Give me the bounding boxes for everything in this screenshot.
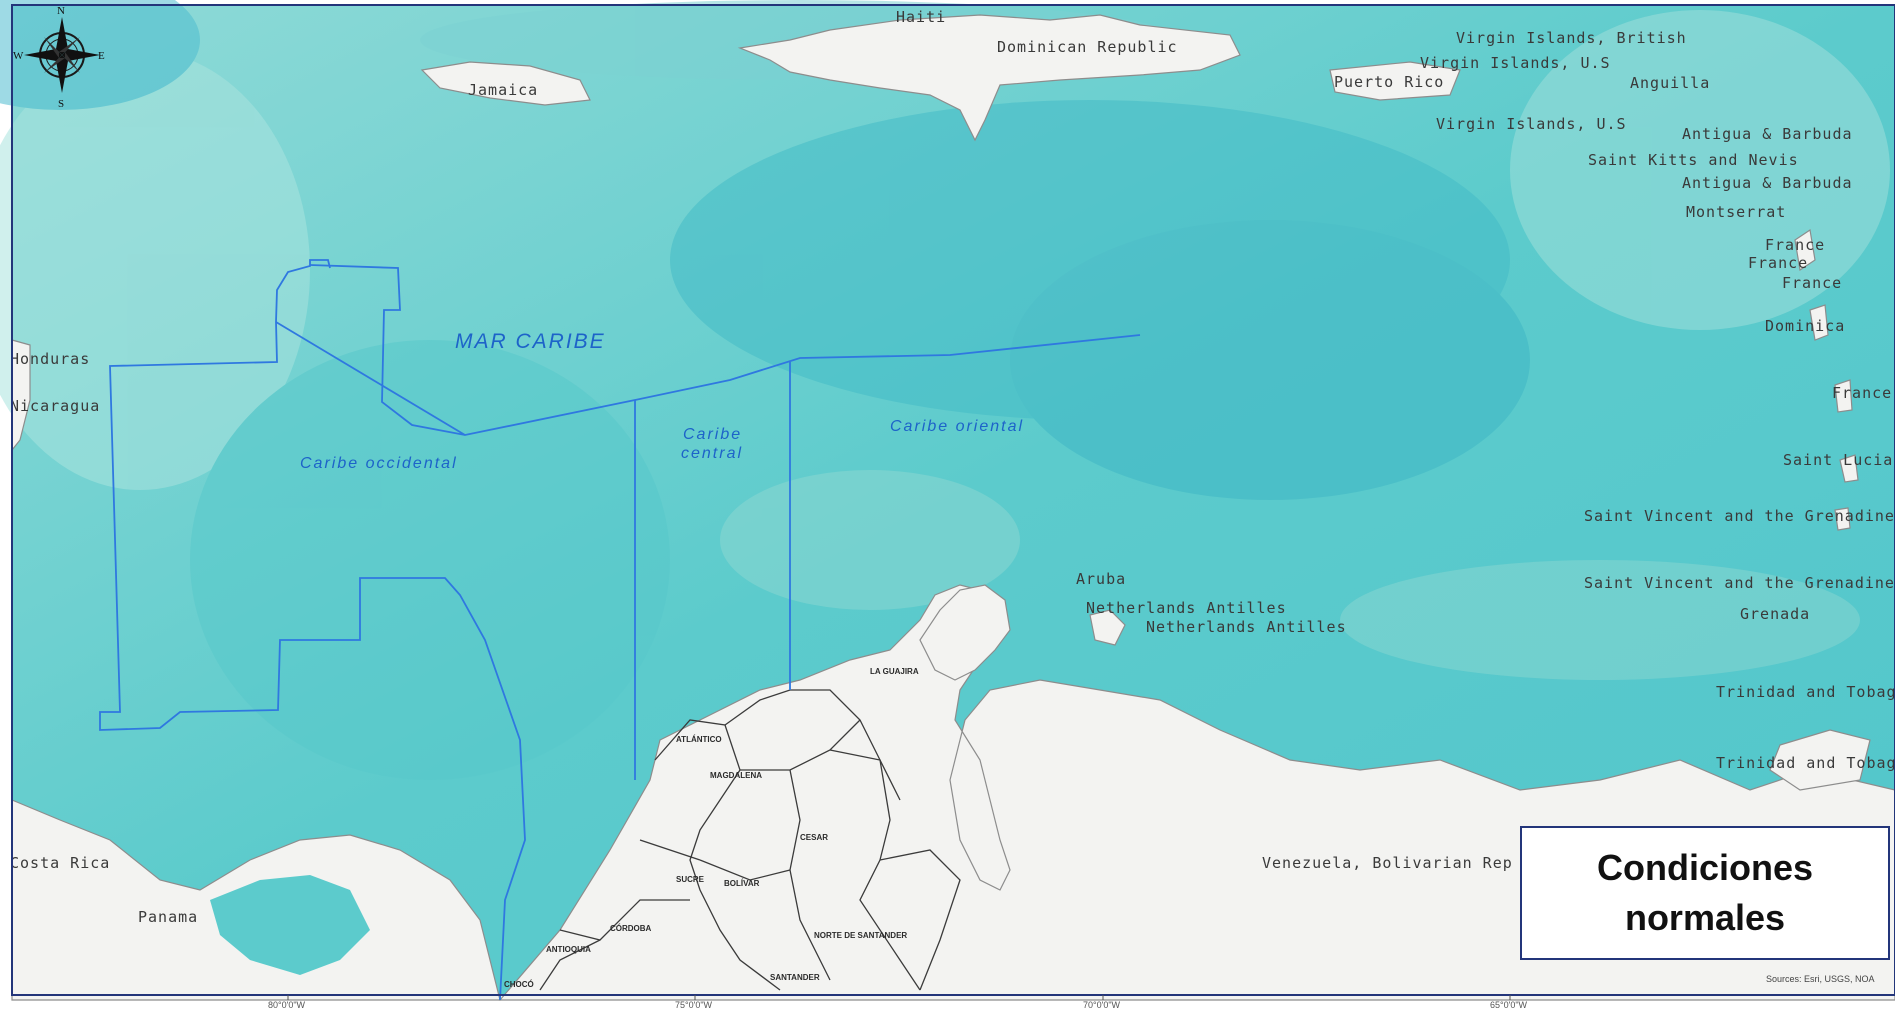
zone-west-label: Caribe occidental [300,455,458,472]
label-saint-lucia: Saint Lucia [1783,451,1893,469]
label-venezuela: Venezuela, Bolivarian Rep [1262,854,1513,872]
dept-santander: SANTANDER [770,973,820,982]
label-france-3: France [1782,274,1842,292]
dept-magdalena: MAGDALENA [710,771,762,780]
boundary-west-cut [275,321,466,436]
label-montserrat: Montserrat [1686,203,1786,221]
label-saint-kitts: Saint Kitts and Nevis [1588,151,1799,169]
land-hispaniola [737,14,1241,142]
label-anguilla: Anguilla [1630,74,1710,92]
map-frame [11,4,1895,996]
label-france-4: France [1832,384,1892,402]
land-panama-bay [210,875,370,975]
dept-antioquia: ANTIOQUIA [546,945,591,954]
legend-title: Condiciones normales [1596,847,1814,938]
longitude-ticks: 80°0'0"W 75°0'0"W 70°0'0"W 65°0'0"W [268,995,1528,1010]
tick-75w: 75°0'0"W [675,1000,713,1010]
label-haiti: Haiti [896,8,946,26]
label-virgin-islands-us-1: Virgin Islands, U.S [1420,54,1611,72]
land-lesser-antilles [1794,228,1859,531]
boundary-west-outer [99,321,526,1001]
tick-80w: 80°0'0"W [268,1000,306,1010]
label-panama: Panama [138,908,198,926]
compass-n: N [57,5,65,17]
compass-e: E [98,50,105,62]
label-jamaica: Jamaica [468,81,538,99]
dept-cordoba: CÓRDOBA [610,924,652,933]
dept-atlantico: ATLÁNTICO [676,735,722,744]
source-credit: Sources: Esri, USGS, NOA [1766,974,1875,984]
label-nicaragua: Nicaragua [10,397,100,415]
boundary-west-inner [275,259,331,323]
label-grenada: Grenada [1740,605,1810,623]
label-trinidad-1: Trinidad and Tobago [1716,683,1895,701]
compass-rose-icon: N S E W [13,5,105,110]
zone-boundaries [99,259,1141,1001]
label-virgin-islands-us-2: Virgin Islands, U.S [1436,115,1627,133]
dept-sucre: SUCRE [676,875,705,884]
tick-70w: 70°0'0"W [1083,1000,1121,1010]
label-saint-vincent-2: Saint Vincent and the Grenadines [1584,574,1895,592]
dept-choco: CHOCÓ [504,980,534,989]
label-netherlands-antilles-1: Netherlands Antilles [1086,599,1287,617]
label-aruba: Aruba [1076,570,1126,588]
label-virgin-islands-british: Virgin Islands, British [1456,29,1687,47]
land-jamaica [420,61,591,106]
label-antigua-barbuda-1: Antigua & Barbuda [1682,125,1853,143]
label-netherlands-antilles-2: Netherlands Antilles [1146,618,1347,636]
label-costa-rica: Costa Rica [10,854,110,872]
land-trinidad [1769,729,1871,791]
sea-depth-shading [0,0,1890,780]
land-guajira-peninsula [919,584,1011,681]
dept-la-guajira: LA GUAJIRA [870,667,919,676]
dept-norte-santander: NORTE DE SANTANDER [814,931,907,940]
zone-central-label-1: Caribe [683,426,742,443]
label-antigua-barbuda-2: Antigua & Barbuda [1682,174,1853,192]
department-borders [539,689,961,991]
label-france-2: France [1748,254,1808,272]
label-dominica: Dominica [1765,317,1845,335]
department-labels: LA GUAJIRA ATLÁNTICO MAGDALENA CESAR SUC… [504,667,919,989]
compass-s: S [58,98,64,110]
label-puerto-rico: Puerto Rico [1334,73,1444,91]
place-labels: Haiti Dominican Republic Jamaica Puerto … [10,8,1895,926]
zone-east-label: Caribe oriental [890,418,1024,435]
zone-central-label-2: central [681,445,743,462]
dept-bolivar: BOLÍVAR [724,879,760,888]
label-saint-vincent-1: Saint Vincent and the Grenadines [1584,507,1895,525]
boundary-west-zone [309,264,1141,436]
legend-box: Condiciones normales [1520,826,1890,960]
land-paraguana [1089,609,1126,646]
label-trinidad-2: Trinidad and Tobago [1716,754,1895,772]
compass-w: W [13,50,24,62]
tick-65w: 65°0'0"W [1490,1000,1528,1010]
label-france-1: France [1765,236,1825,254]
label-honduras: Honduras [10,350,90,368]
dept-cesar: CESAR [800,833,828,842]
sea-name: MAR CARIBE [455,330,606,353]
land-puerto-rico [1329,61,1461,101]
label-dominican-republic: Dominican Republic [997,38,1178,56]
